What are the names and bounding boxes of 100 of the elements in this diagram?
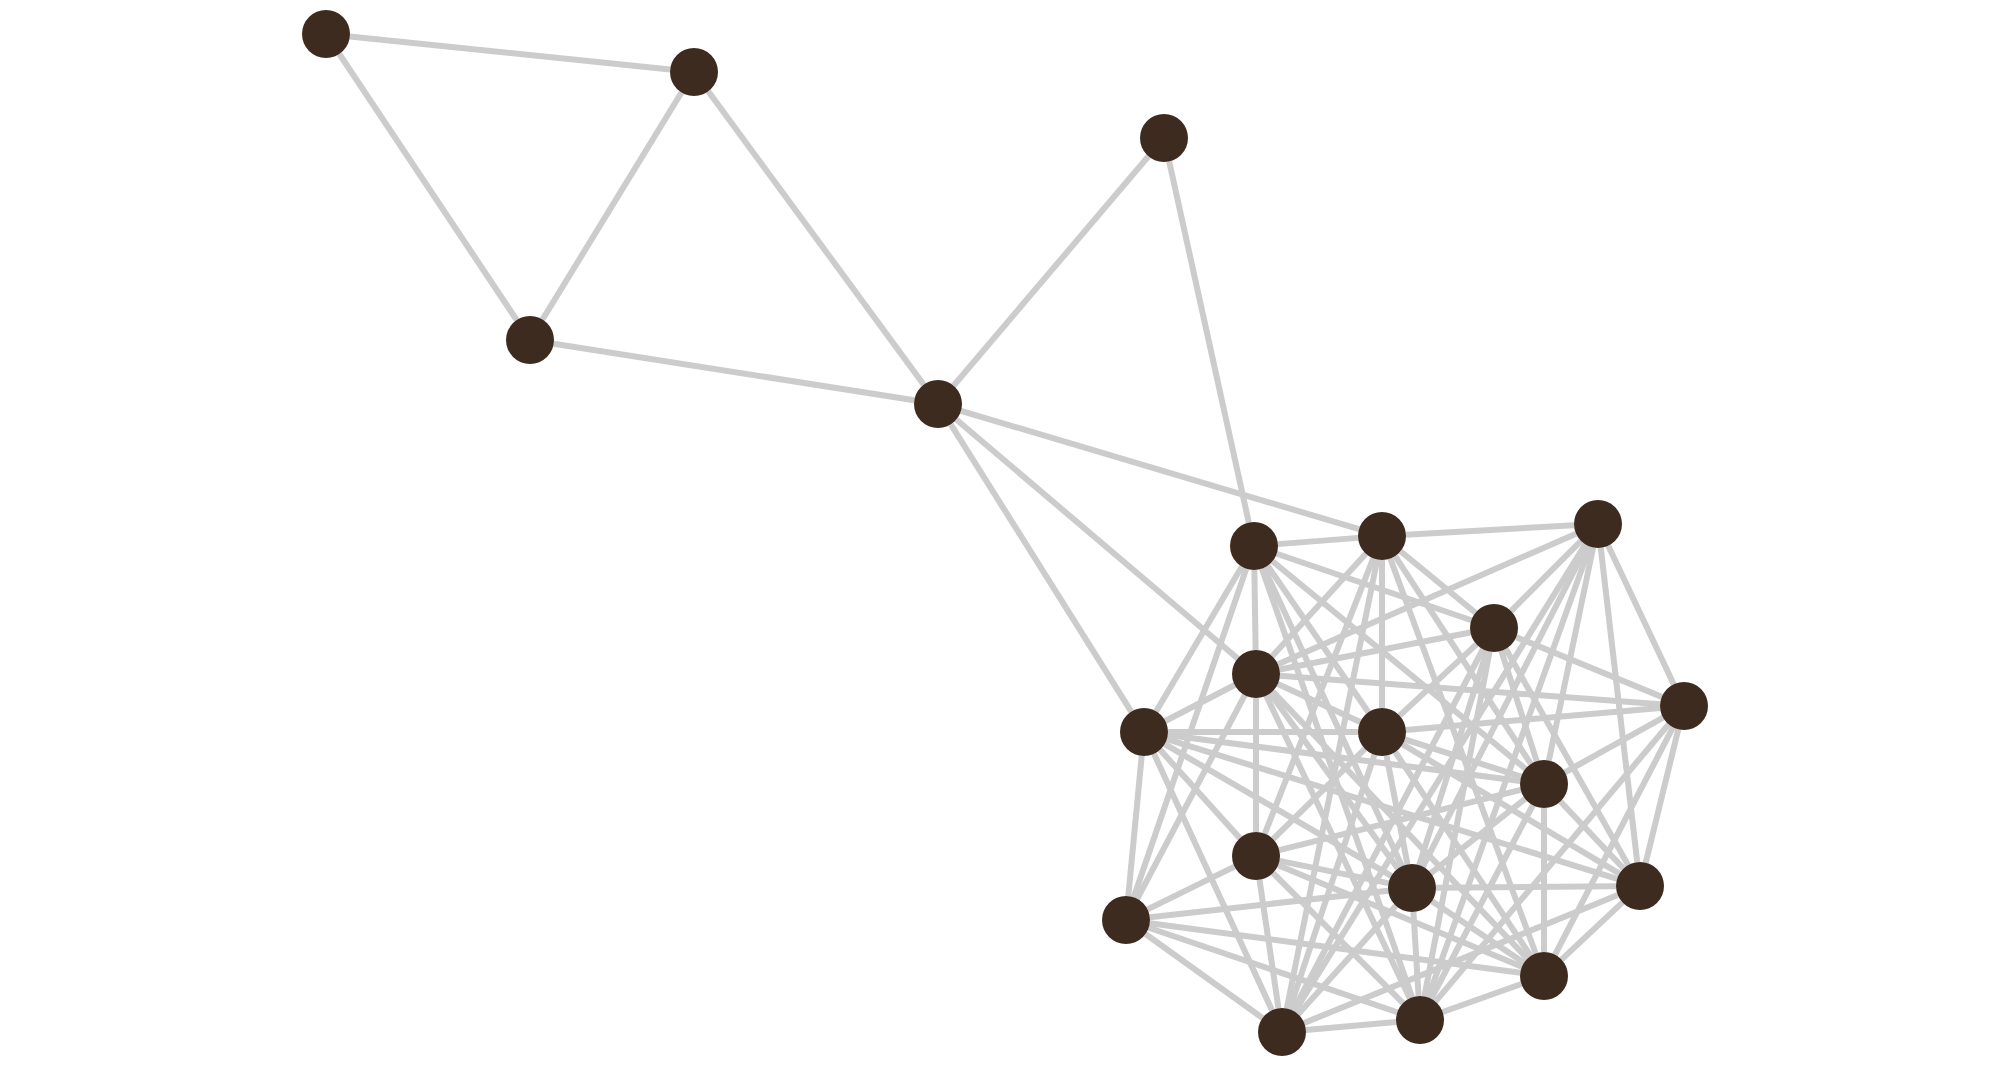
connection-line bbox=[349, 33, 671, 73]
connection-line bbox=[1167, 732, 1521, 784]
connection-line bbox=[1166, 736, 1618, 882]
connection-line bbox=[1279, 629, 1471, 673]
connection-line bbox=[1259, 567, 1415, 999]
connection-line bbox=[1392, 554, 1534, 766]
connection-line bbox=[1134, 693, 1248, 901]
connection-line bbox=[1130, 567, 1250, 899]
network-node bbox=[506, 316, 554, 364]
connection-line bbox=[1276, 681, 1362, 725]
connection-line bbox=[1405, 522, 1575, 538]
network-node bbox=[1396, 996, 1444, 1044]
connection-line bbox=[954, 417, 1240, 661]
connection-line bbox=[1251, 569, 1259, 651]
connection-line bbox=[1279, 672, 1661, 708]
connection-line bbox=[1642, 728, 1682, 864]
network-node bbox=[670, 48, 718, 96]
connection-line bbox=[1163, 682, 1237, 724]
connection-line bbox=[1545, 546, 1597, 762]
connection-line bbox=[1515, 634, 1663, 700]
network-node bbox=[914, 380, 962, 428]
network-node bbox=[1120, 708, 1168, 756]
connection-line bbox=[1256, 879, 1282, 1009]
connection-line bbox=[1383, 755, 1411, 865]
connection-line bbox=[553, 340, 915, 404]
connection-line bbox=[1270, 689, 1530, 961]
connection-line bbox=[1283, 558, 1381, 1010]
connection-line bbox=[1168, 729, 1358, 735]
network-node bbox=[1574, 500, 1622, 548]
connection-line bbox=[1147, 924, 1399, 1016]
connection-line bbox=[1149, 920, 1521, 976]
connection-line bbox=[951, 154, 1151, 388]
connection-line bbox=[1428, 803, 1536, 1001]
network-node bbox=[1358, 708, 1406, 756]
connection-line bbox=[1425, 545, 1593, 999]
connection-line bbox=[336, 52, 520, 322]
connection-line bbox=[1303, 892, 1619, 1026]
connection-line bbox=[1157, 747, 1243, 841]
connection-line bbox=[1387, 557, 1539, 955]
connection-line bbox=[1405, 705, 1661, 733]
connection-line bbox=[1166, 160, 1252, 524]
network-node bbox=[1660, 682, 1708, 730]
connection-line bbox=[1153, 565, 1245, 713]
connection-line bbox=[1125, 755, 1145, 897]
network-node bbox=[1520, 952, 1568, 1000]
connection-line bbox=[1597, 547, 1641, 863]
connection-line bbox=[1270, 558, 1528, 772]
connection-line bbox=[1441, 981, 1523, 1015]
network-node bbox=[1232, 832, 1280, 880]
connection-line bbox=[1275, 550, 1473, 624]
connection-line bbox=[1262, 557, 1376, 835]
connection-line bbox=[1541, 808, 1547, 952]
connection-line bbox=[1403, 736, 1523, 780]
connection-line bbox=[1261, 566, 1405, 868]
connection-line bbox=[1149, 887, 1389, 921]
connection-line bbox=[1559, 900, 1625, 962]
connection-line bbox=[539, 90, 685, 322]
connection-line bbox=[1267, 691, 1401, 871]
connection-line bbox=[1292, 542, 1588, 1014]
connection-line bbox=[1416, 650, 1490, 866]
connection-line bbox=[1143, 931, 1265, 1021]
connection-line bbox=[1558, 799, 1626, 871]
connection-line bbox=[1151, 752, 1275, 1012]
connection-line bbox=[1276, 530, 1578, 668]
connection-line bbox=[1263, 694, 1413, 1000]
connection-line bbox=[1563, 715, 1665, 775]
connection-line bbox=[1401, 741, 1621, 877]
connection-line bbox=[1271, 746, 1367, 842]
network-node bbox=[1232, 650, 1280, 698]
connection-line bbox=[1278, 857, 1390, 887]
connection-line bbox=[1163, 741, 1393, 879]
connection-line bbox=[1277, 862, 1523, 970]
connection-line bbox=[948, 422, 1134, 714]
connection-line bbox=[1269, 551, 1369, 659]
connection-line bbox=[1392, 750, 1534, 958]
connection-line bbox=[1270, 870, 1406, 1006]
connection-line bbox=[1430, 898, 1526, 966]
connection-line bbox=[1410, 911, 1422, 997]
network-node bbox=[1520, 760, 1568, 808]
connection-line bbox=[1265, 564, 1371, 714]
network-node bbox=[1102, 896, 1150, 944]
connection-line bbox=[1398, 548, 1478, 616]
connection-line bbox=[1397, 642, 1479, 718]
network-node bbox=[1616, 862, 1664, 910]
connection-line bbox=[1146, 863, 1236, 913]
connection-line bbox=[1290, 647, 1486, 1013]
network-node bbox=[1258, 1008, 1306, 1056]
connection-line bbox=[1253, 698, 1259, 832]
connection-line bbox=[705, 89, 927, 387]
connection-line bbox=[1277, 534, 1359, 548]
network-node bbox=[1358, 512, 1406, 560]
network-node bbox=[1470, 604, 1518, 652]
connection-line bbox=[1508, 538, 1584, 614]
network-node bbox=[1230, 522, 1278, 570]
connection-line bbox=[960, 407, 1360, 533]
connection-line bbox=[1421, 651, 1493, 997]
connection-line bbox=[1278, 786, 1522, 854]
connection-line bbox=[1605, 544, 1677, 686]
network-node bbox=[302, 10, 350, 58]
connection-line bbox=[1295, 903, 1399, 1017]
